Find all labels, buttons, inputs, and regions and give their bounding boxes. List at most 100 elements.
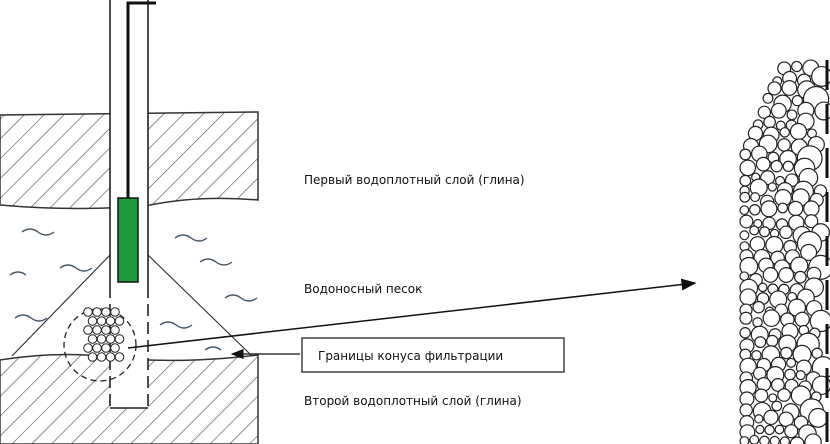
sand-grain xyxy=(777,138,791,152)
sand-grain xyxy=(83,325,93,335)
sand-grain xyxy=(749,434,760,444)
sand-grain xyxy=(754,414,764,424)
sand-grain xyxy=(760,200,778,218)
sand-grain xyxy=(96,352,107,362)
sand-grain xyxy=(764,424,775,436)
sand-grain xyxy=(101,325,111,335)
sand-grain xyxy=(779,225,793,240)
sand-grain xyxy=(739,191,751,203)
cone-boundary-label: Границы конуса фильтрации xyxy=(318,349,503,363)
sand-grain xyxy=(804,433,822,444)
sand-grain xyxy=(791,60,803,73)
sand-grain xyxy=(101,343,111,353)
sand-grain xyxy=(754,336,767,349)
detail-circle xyxy=(63,308,137,382)
filtration-cone xyxy=(11,254,253,357)
sand-grain xyxy=(804,214,819,229)
sand-grain xyxy=(105,316,116,326)
sand-grain xyxy=(739,214,754,229)
sand-grain xyxy=(786,357,797,368)
sand-grain xyxy=(751,349,762,361)
sand-grains-small xyxy=(83,307,125,362)
sand-grain xyxy=(87,316,98,326)
sand-grain xyxy=(800,243,818,262)
sand-grain xyxy=(763,115,776,129)
sand-grain xyxy=(114,352,125,362)
sand-grain xyxy=(774,424,785,435)
sand-grain xyxy=(110,325,120,335)
sand-grain xyxy=(87,352,98,362)
sand-grain xyxy=(83,307,93,317)
sand-grain xyxy=(803,200,820,217)
sand-grain xyxy=(752,300,765,314)
water-waves xyxy=(9,228,258,351)
sand-grain xyxy=(781,79,798,96)
sand-grain xyxy=(92,343,102,353)
sand-grain xyxy=(739,327,751,339)
second-layer-label: Второй водоплотный слой (глина) xyxy=(304,394,522,408)
sand-grain xyxy=(96,316,107,326)
sand-grain xyxy=(782,160,795,173)
sand-grain xyxy=(811,65,830,87)
sand-grain xyxy=(759,435,770,444)
sand-grain xyxy=(92,307,102,317)
sand-grain xyxy=(92,325,102,335)
sand-grain xyxy=(752,317,763,328)
sand-grain xyxy=(767,81,782,96)
sand-grain xyxy=(755,424,765,435)
sand-grain xyxy=(759,226,771,238)
sand-grain xyxy=(739,205,750,216)
sand-grain xyxy=(114,334,125,344)
sand-grain xyxy=(765,235,784,255)
sand-grain xyxy=(779,127,791,138)
sand-grain xyxy=(101,307,111,317)
sand-grain xyxy=(739,403,753,417)
sand-grain xyxy=(114,316,125,326)
sand-grain xyxy=(793,270,807,284)
sand-grain xyxy=(808,407,829,428)
sand-grain xyxy=(777,202,789,214)
sand-grain xyxy=(739,436,750,444)
sand-grain xyxy=(779,436,790,444)
sand-grains-detail xyxy=(739,59,830,444)
aquifer-label: Водоносный песок xyxy=(304,282,422,296)
sand-grain xyxy=(739,174,752,187)
sand-grain xyxy=(787,200,804,217)
sand-grain xyxy=(795,370,806,381)
sand-grain xyxy=(96,334,107,344)
pump xyxy=(117,197,139,283)
cone-label-box xyxy=(301,337,565,373)
sand-grain xyxy=(794,311,810,328)
sand-grain xyxy=(770,159,783,173)
sand-grain xyxy=(767,182,778,192)
detail-arrow xyxy=(127,278,697,349)
sand-grain xyxy=(750,192,761,203)
sand-grain xyxy=(739,311,753,325)
sand-grain xyxy=(763,409,779,426)
sand-grain xyxy=(789,122,808,141)
first-layer-label: Первый водоплотный слой (глина) xyxy=(304,173,525,187)
sand-grain xyxy=(83,343,93,353)
sand-grain xyxy=(762,267,779,283)
sand-grain xyxy=(791,94,804,107)
sand-grain xyxy=(757,105,772,119)
sand-grain xyxy=(762,309,781,328)
sand-grain xyxy=(739,148,752,161)
sand-grain xyxy=(786,109,798,121)
sand-grain xyxy=(809,309,830,333)
sand-grain xyxy=(762,92,774,104)
sand-grain xyxy=(770,378,785,392)
sand-grain xyxy=(766,334,779,348)
sand-grain xyxy=(754,388,769,403)
sand-grain xyxy=(749,204,761,216)
sand-grain xyxy=(780,346,793,360)
sand-grain xyxy=(739,230,750,241)
sand-grain xyxy=(769,435,780,444)
sand-grain xyxy=(749,225,760,236)
sand-grain xyxy=(777,388,791,402)
sand-grain xyxy=(784,368,796,381)
sand-grain xyxy=(105,334,116,344)
sand-grain xyxy=(739,159,757,177)
sand-grain xyxy=(105,352,116,362)
